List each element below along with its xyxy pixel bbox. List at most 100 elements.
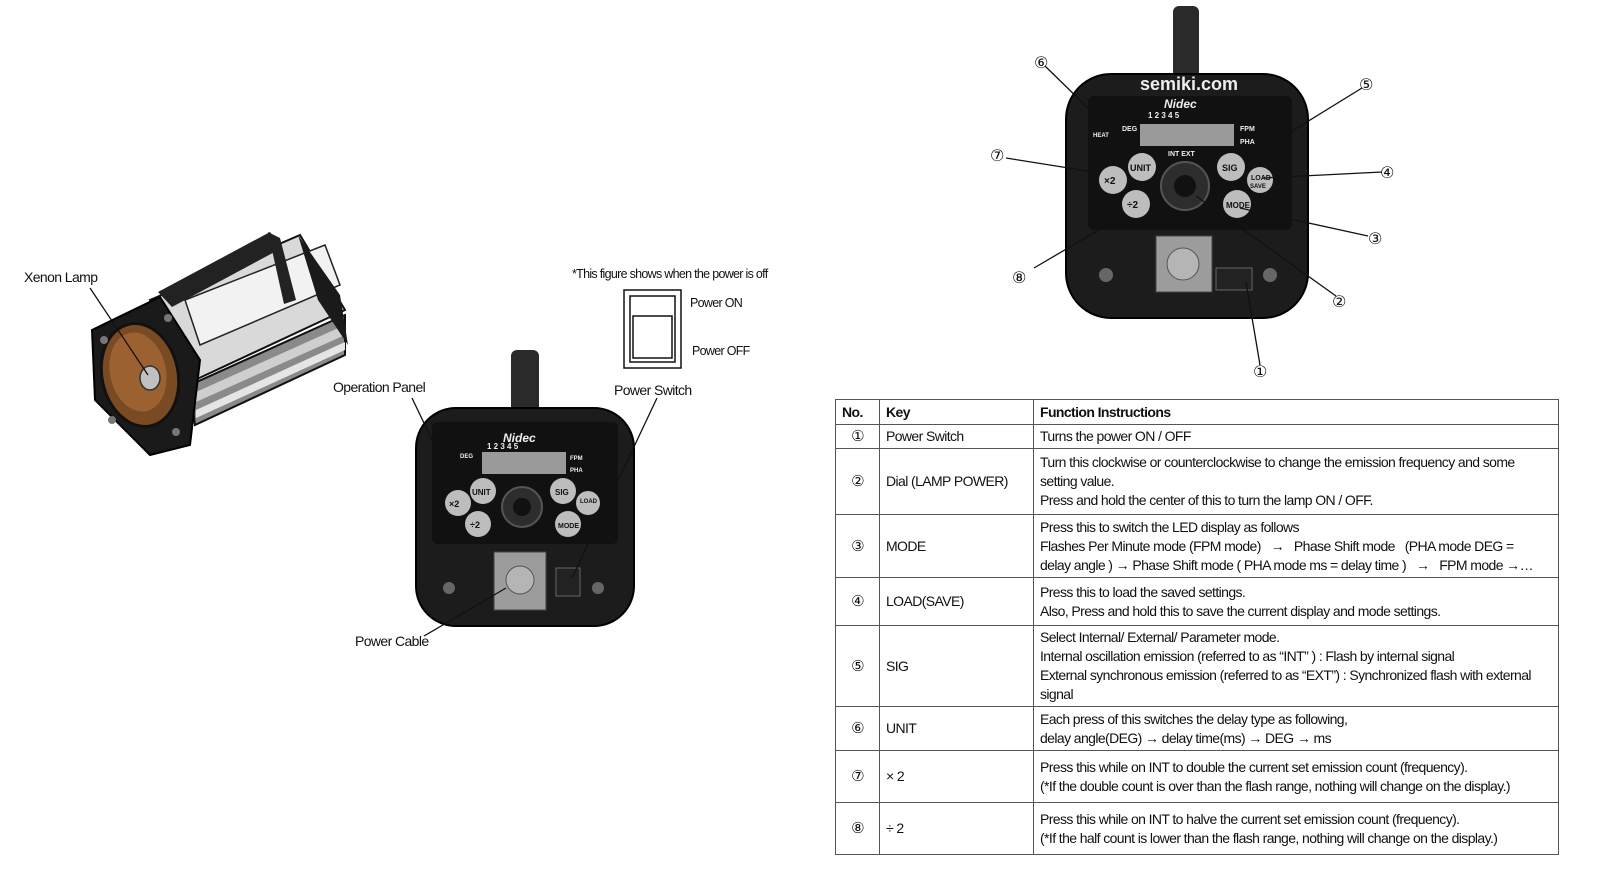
- row-function: Turn this clockwise or counterclockwise …: [1033, 448, 1559, 515]
- lamp-unit-illustration: [90, 232, 348, 457]
- svg-text:HEAT: HEAT: [1093, 133, 1109, 139]
- power-switch-leader: [571, 397, 658, 579]
- unit-back-view-large: semiki.com Nidec 1 2 3 4 5 DEG HEAT FPM …: [1065, 6, 1309, 319]
- function-line: Press this while on INT to halve the cur…: [1040, 810, 1460, 827]
- table-row: ② Dial (LAMP POWER) Turn this clockwise …: [835, 448, 1559, 515]
- function-line: Each press of this switches the delay ty…: [1040, 710, 1348, 727]
- operation-panel-leader: [411, 397, 456, 489]
- svg-text:INT EXT: INT EXT: [1168, 151, 1196, 158]
- marker-3: ③: [1368, 229, 1383, 248]
- function-line: Press this to switch the LED display as …: [1040, 518, 1300, 535]
- function-line: Internal oscillation emission (referred …: [1040, 648, 1455, 664]
- marker-6: ⑥: [1034, 53, 1049, 72]
- row-key: MODE: [879, 514, 1034, 578]
- row-no: ⑧: [835, 802, 880, 855]
- xenon-lamp-label: Xenon Lamp: [24, 269, 98, 285]
- function-line: Turns the power ON / OFF: [1040, 428, 1191, 444]
- function-line: Press this while on INT to double the cu…: [1040, 758, 1468, 775]
- header-key: Key: [879, 399, 1034, 425]
- svg-text:×2: ×2: [1104, 176, 1116, 187]
- svg-text:UNIT: UNIT: [472, 488, 491, 497]
- table-row: ⑧ ÷ 2 Press this while on INT to halve t…: [835, 802, 1559, 855]
- svg-text:PHA: PHA: [1240, 139, 1255, 146]
- brand-logo-small: Nidec: [503, 431, 536, 445]
- function-line: (*If the double count is over than the f…: [1040, 777, 1511, 794]
- marker-2: ②: [1332, 292, 1347, 311]
- marker-7: ⑦: [990, 146, 1005, 165]
- function-line: Also, Press and hold this to save the cu…: [1040, 602, 1441, 619]
- power-off-label: Power OFF: [692, 344, 750, 358]
- header-no: No.: [835, 399, 880, 425]
- row-function: Press this while on INT to double the cu…: [1033, 750, 1559, 803]
- table-row: ③ MODE Press this to switch the LED disp…: [835, 514, 1559, 578]
- svg-text:×2: ×2: [449, 499, 459, 509]
- marker-5: ⑤: [1359, 75, 1374, 94]
- row-function: Press this to load the saved settings. A…: [1033, 577, 1559, 626]
- table-row: ⑦ × 2 Press this while on INT to double …: [835, 750, 1559, 803]
- svg-text:UNIT: UNIT: [1130, 163, 1151, 173]
- function-line: delay angle(DEG) → delay time(ms) → DEG …: [1040, 729, 1332, 746]
- table-row: ⑤ SIG Select Internal/ External/ Paramet…: [835, 625, 1559, 707]
- svg-text:LOAD: LOAD: [1251, 175, 1271, 182]
- svg-text:÷2: ÷2: [470, 520, 480, 530]
- unit-back-view-small: Nidec 1 2 3 4 5 DEG FPM PHA ×2 UNIT ÷2 S…: [415, 350, 635, 627]
- function-line: Flashes Per Minute mode (FPM mode) → Pha…: [1040, 537, 1514, 554]
- svg-text:÷2: ÷2: [1127, 200, 1138, 211]
- table-header-row: No. Key Function Instructions: [835, 399, 1559, 425]
- row-no: ②: [835, 448, 880, 515]
- svg-text:DEG: DEG: [1122, 126, 1138, 133]
- row-no: ④: [835, 577, 880, 626]
- table-row: ④ LOAD(SAVE) Press this to load the save…: [835, 577, 1559, 626]
- header-function: Function Instructions: [1033, 399, 1559, 425]
- row-function: Press this while on INT to halve the cur…: [1033, 802, 1559, 855]
- svg-text:1 2 3 4 5: 1 2 3 4 5: [487, 442, 519, 451]
- svg-text:FPM: FPM: [1240, 126, 1255, 133]
- svg-text:SIG: SIG: [555, 488, 569, 497]
- marker-1: ①: [1253, 362, 1268, 381]
- svg-text:DEG: DEG: [460, 454, 473, 460]
- marker-4: ④: [1380, 163, 1395, 182]
- power-cable-label: Power Cable: [355, 633, 429, 649]
- svg-text:LOAD: LOAD: [580, 499, 598, 505]
- row-no: ⑥: [835, 706, 880, 751]
- row-function: Each press of this switches the delay ty…: [1033, 706, 1559, 751]
- power-cable-leader: [423, 587, 507, 637]
- row-key: Dial (LAMP POWER): [879, 448, 1034, 515]
- svg-text:MODE: MODE: [558, 523, 579, 530]
- function-line: (*If the half count is lower than the fl…: [1040, 829, 1498, 846]
- svg-text:FPM: FPM: [570, 456, 583, 462]
- row-key: UNIT: [879, 706, 1034, 751]
- table-row: ⑥ UNIT Each press of this switches the d…: [835, 706, 1559, 751]
- function-line: Press and hold the center of this to tur…: [1040, 492, 1373, 508]
- svg-text:1 2 3 4 5: 1 2 3 4 5: [1148, 111, 1180, 120]
- row-no: ③: [835, 514, 880, 578]
- row-function: Select Internal/ External/ Parameter mod…: [1033, 625, 1559, 707]
- watermark-text: semiki.com: [1140, 74, 1238, 94]
- row-key: × 2: [879, 750, 1034, 803]
- brand-logo-large: Nidec: [1164, 97, 1197, 111]
- svg-text:SIG: SIG: [1222, 163, 1238, 173]
- xenon-lamp-leader: [89, 287, 149, 376]
- function-line: delay angle ) → Phase Shift mode ( PHA m…: [1040, 556, 1534, 573]
- marker-8: ⑧: [1012, 268, 1027, 287]
- marker-leaders: [1005, 65, 1383, 366]
- svg-text:PHA: PHA: [570, 468, 583, 474]
- operation-panel-label: Operation Panel: [333, 379, 426, 395]
- function-table: No. Key Function Instructions ① Power Sw…: [835, 399, 1559, 855]
- row-key: ÷ 2: [879, 802, 1034, 855]
- power-switch-label: Power Switch: [614, 382, 692, 398]
- function-line: External synchronous emission (referred …: [1040, 667, 1532, 702]
- table-row: ① Power Switch Turns the power ON / OFF: [835, 424, 1559, 449]
- row-no: ①: [835, 424, 880, 449]
- row-function: Press this to switch the LED display as …: [1033, 514, 1559, 578]
- row-function: Turns the power ON / OFF: [1033, 424, 1559, 449]
- function-line: Turn this clockwise or counterclockwise …: [1040, 454, 1515, 489]
- row-no: ⑦: [835, 750, 880, 803]
- row-key: SIG: [879, 625, 1034, 707]
- row-key: Power Switch: [879, 424, 1034, 449]
- row-no: ⑤: [835, 625, 880, 707]
- power-switch-figure: [623, 289, 682, 369]
- function-line: Select Internal/ External/ Parameter mod…: [1040, 629, 1280, 645]
- svg-text:MODE: MODE: [1226, 201, 1251, 210]
